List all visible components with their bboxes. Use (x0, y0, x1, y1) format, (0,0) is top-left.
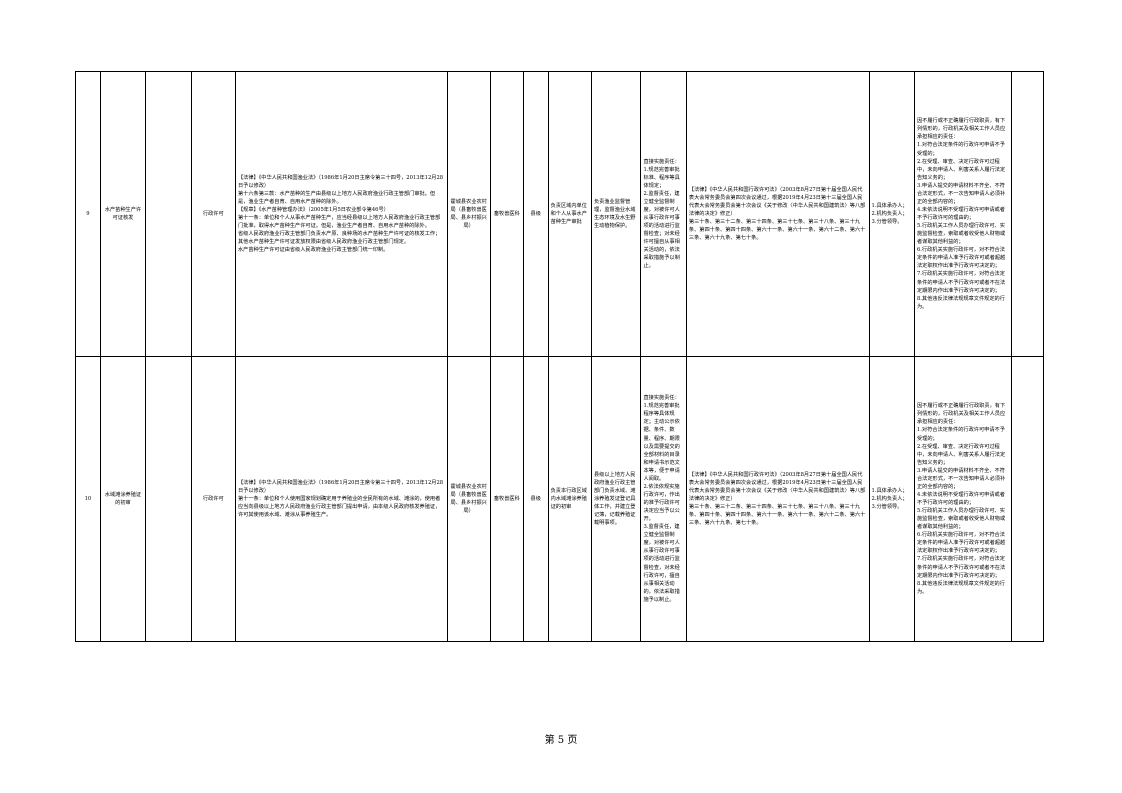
legal-basis-paragraph: 【规章】《水产苗种管理办法》（2005年1月5日农业部令第46号） (237, 206, 389, 213)
legal-basis: 【法律】《中华人民共和国渔业法》（1986年1月20日主席令第三十四号，2013… (234, 356, 448, 642)
supervision-duty: 负责渔业监督管理，监督渔业水域生态环境及水生野生动植物保护。 (590, 71, 642, 357)
legal-basis-paragraph: 第十一条：单位和个人使用国家规划确定用于养殖业的全民所有的水域、滩涂的，使用者应… (237, 495, 441, 519)
power-content: 负责本行政区域内水域滩涂养殖证的初审 (547, 356, 592, 642)
sub-item-name (145, 71, 192, 357)
administrative-level: 县级 (522, 356, 549, 642)
responsibility-basis: 【法律】《中华人民共和国行政许可法》（2003年8月27日第十届全国人民代表大会… (685, 71, 870, 357)
row-number: 9 (75, 71, 101, 357)
implementing-department: 霍城县农业农村局（县畜牧兽医局、县乡村振兴局） (446, 356, 491, 642)
power-content: 负责区域内单位和个人从事水产苗种生产审批 (547, 71, 592, 357)
legal-basis-paragraph: 【法律】《中华人民共和国渔业法》（1986年1月20日主席令第三十四号，2013… (237, 479, 444, 494)
legal-basis-paragraph: 水产苗种生产许可证由省级人民政府渔业行政主管部门统一印制。 (237, 247, 389, 254)
implementing-department: 霍城县农业农村局（县畜牧兽医局、县乡村振兴局） (446, 71, 491, 357)
legal-basis: 【法律】《中华人民共和国渔业法》（1986年1月20日主席令第三十四号，2013… (234, 71, 448, 357)
item-name: 水产苗种生产许可证核发 (99, 71, 147, 357)
legal-basis-paragraph: 第十一条：单位和个人从事水产苗种生产，应当经县级以上地方人民政府渔业行政主管部门… (237, 215, 441, 230)
power-type: 行政许可 (190, 356, 236, 642)
legal-basis-paragraph: 第十六条第三款：水产苗种的生产由县级以上地方人民政府渔业行政主管部门审批。但是，… (237, 190, 436, 205)
page-number: 第 5 页 (544, 735, 578, 746)
accountability-terms: 因不履行或不正确履行行政职责，有下列情形的，行政机关及相关工作人员应承担相应的责… (913, 356, 1012, 642)
supervision-duty: 县级以上地方人民政府渔业行政主管部门负责水域、滩涂养殖发证登记具体工作，并建立登… (590, 356, 642, 642)
power-type: 行政许可 (190, 71, 236, 357)
implementation-responsibility: 直接实施责任： 1.规范完善审批标准、程序等具体规定； 2.监督责任，建立健全监… (640, 71, 687, 357)
accountability-terms: 因不履行或不正确履行行政职责，有下列情形的，行政机关及相关工作人员应承担相应的责… (913, 71, 1012, 357)
responsible-persons: 1.具体承办人； 2.机构负责人； 3.分管领导。 (868, 356, 915, 642)
remark (1010, 71, 1045, 357)
legal-basis-paragraph: 【法律】《中华人民共和国渔业法》（1986年1月20日主席令第三十四号，2013… (237, 174, 444, 189)
row-number: 10 (75, 356, 101, 642)
remark (1010, 356, 1045, 642)
administrative-level: 县级 (522, 71, 549, 357)
legal-basis-paragraph: 省级人民政府渔业行政主管部门负责水产原、良种场的水产苗种生产许可证的核发工作；其… (237, 231, 441, 246)
implementation-responsibility: 直接实施责任： 1.规范完善审批程序等具体规定；主动公示依据、条件、数量、程序、… (640, 356, 687, 642)
responsibility-basis: 【法律】《中华人民共和国行政许可法》（2003年8月27日第十届全国人民代表大会… (685, 356, 870, 642)
sub-item-name (145, 356, 192, 642)
item-name: 水域滩涂养殖证的初审 (99, 356, 147, 642)
responsible-office: 畜牧兽医科 (489, 71, 524, 357)
responsible-office: 畜牧兽医科 (489, 356, 524, 642)
responsible-persons: 1.具体承办人； 2.机构负责人； 3.分管领导。 (868, 71, 915, 357)
